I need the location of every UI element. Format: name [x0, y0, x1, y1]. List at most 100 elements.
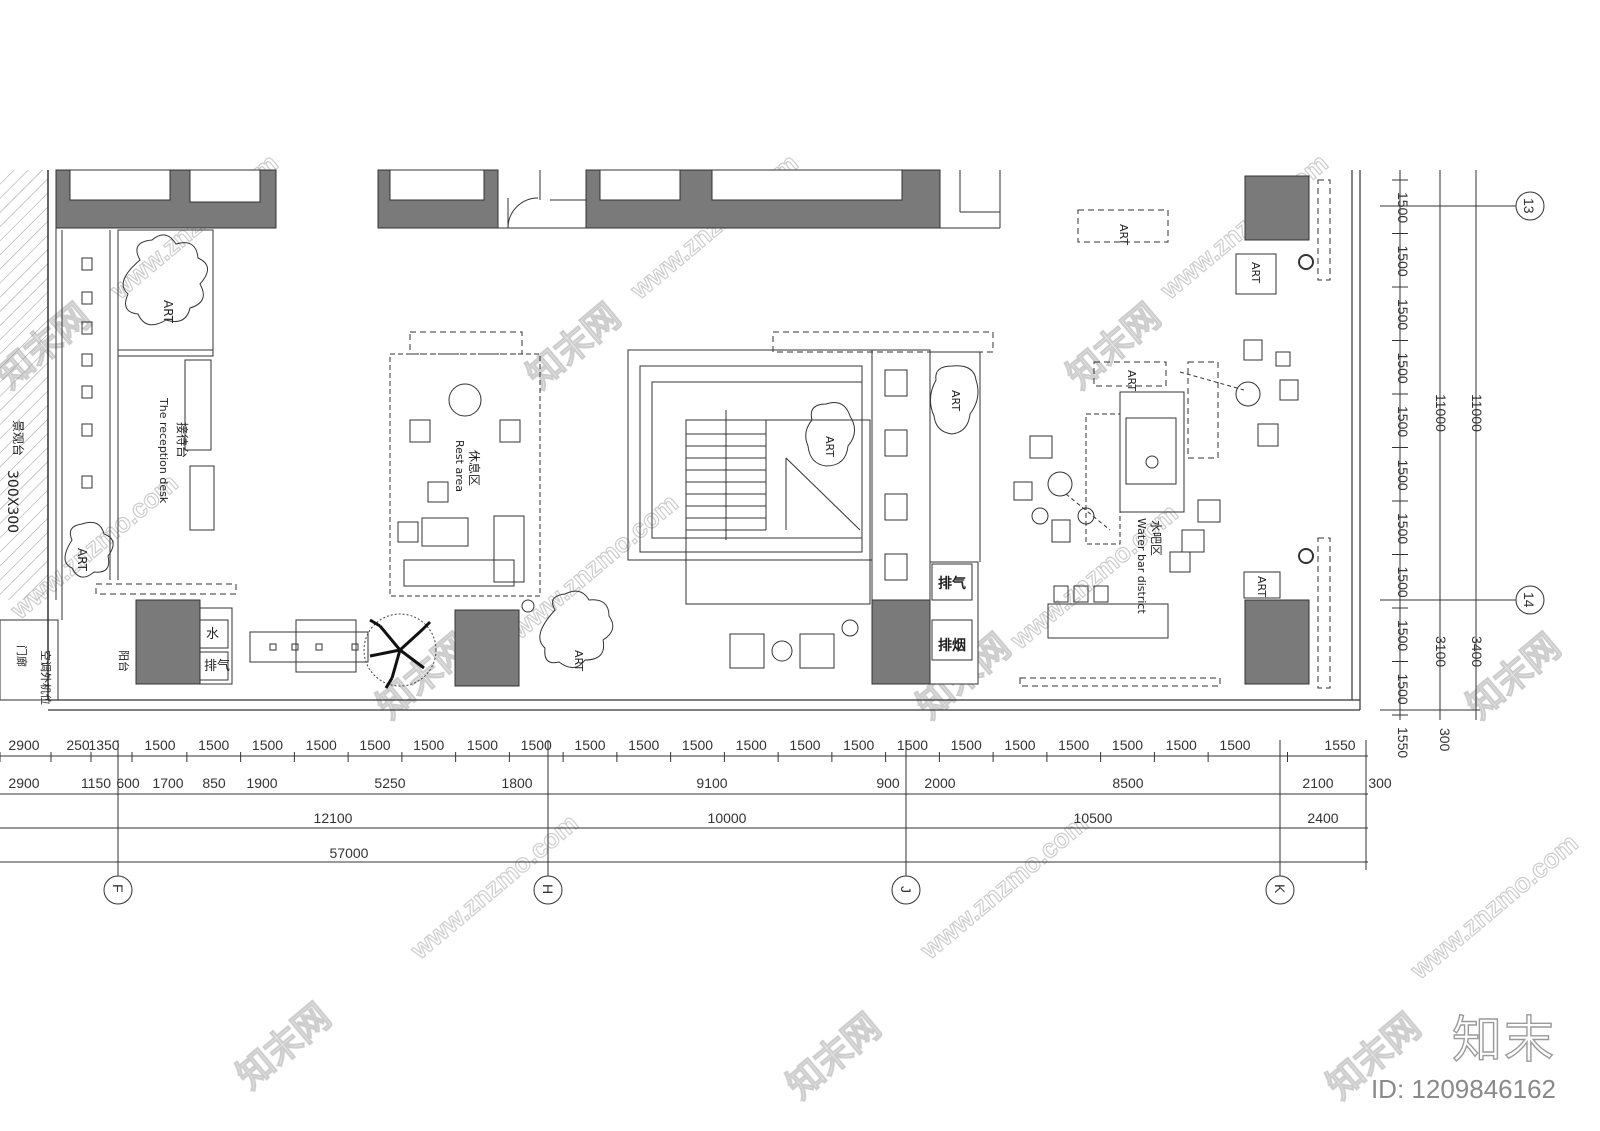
- dimension-value: 1500: [1219, 737, 1250, 753]
- dimension-value: 1500: [1395, 246, 1411, 277]
- dimension-col-1: 1500150015001500150015001500150015001500…: [1392, 179, 1411, 758]
- axis-label: 13: [1521, 198, 1537, 214]
- water-label: 水: [206, 627, 219, 642]
- axis-label: J: [898, 886, 914, 893]
- dimension-value: 11000: [1469, 394, 1485, 432]
- dimension-value: 1800: [501, 775, 532, 791]
- dimension-col-3: 11000 3400: [1469, 394, 1485, 667]
- dimension-value: 1550: [1324, 737, 1355, 753]
- dimension-value: 9100: [696, 775, 727, 791]
- watermark-text: www.znzmo.com: [504, 488, 684, 646]
- dimension-value: 3400: [1469, 636, 1485, 667]
- dimension-value: 1500: [682, 737, 713, 753]
- dimension-value: 1500: [1395, 353, 1411, 384]
- dimension-value: 1500: [1395, 299, 1411, 330]
- entrance-frame: [0, 619, 59, 701]
- art-label: ART: [1125, 370, 1138, 391]
- dimension-value: 1500: [1166, 737, 1197, 753]
- dimension-value: 3100: [1433, 636, 1449, 667]
- left-note: 景观台: [11, 420, 26, 456]
- dimension-value: 1500: [1004, 737, 1035, 753]
- rest-area: [389, 353, 541, 597]
- art-label: ART: [161, 300, 175, 324]
- watermark-text: 知末网: [779, 1005, 888, 1106]
- grid-axis-right: 13 14: [1515, 191, 1545, 615]
- dimension-value: 1500: [1395, 406, 1411, 437]
- reception-area: [64, 229, 215, 580]
- axis-bubble: J: [891, 875, 921, 905]
- watermark-text: 知末网: [519, 295, 628, 396]
- dimension-value: 1700: [152, 775, 183, 791]
- dimension-value: 2100: [1302, 775, 1333, 791]
- dimension-value: 1500: [1395, 460, 1411, 491]
- door-note: 门廊: [15, 645, 29, 667]
- rest-label-en: Rest area: [453, 440, 466, 492]
- dimension-value: 1500: [359, 737, 390, 753]
- dimension-value: 1500: [252, 737, 283, 753]
- axis-label: 14: [1521, 592, 1537, 608]
- watermark-layer: 知末网 www.znzmo.com 知末网 www.znzmo.com 知末网 …: [0, 147, 1584, 1107]
- dimension-value: 1900: [246, 775, 277, 791]
- exhaust-label: 排气: [204, 658, 230, 674]
- dimension-value: 850: [202, 775, 226, 791]
- axis-label: K: [1272, 884, 1288, 894]
- dimension-value: 12100: [314, 810, 353, 826]
- dimension-value: 1500: [951, 737, 982, 753]
- dimension-value: 1500: [413, 737, 444, 753]
- art-label: ART: [1117, 224, 1130, 245]
- axis-bubble: 13: [1515, 191, 1545, 221]
- dimension-value: 10000: [708, 810, 747, 826]
- axis-bubble: H: [533, 875, 563, 905]
- outer-walls: [48, 170, 1361, 711]
- dimension-value: 1500: [521, 737, 552, 753]
- dimension-value: 1500: [306, 737, 337, 753]
- dimension-value: 5250: [374, 775, 405, 791]
- watermark-text: www.znzmo.com: [914, 808, 1094, 966]
- exterior-hatch: [0, 170, 48, 600]
- image-id: ID: 1209846162: [1370, 1074, 1556, 1104]
- dimension-value: 250: [66, 737, 90, 753]
- grid-axis-bottom: F H J K: [103, 875, 1295, 905]
- dimension-value: 1500: [1395, 567, 1411, 598]
- art-label: ART: [1249, 262, 1262, 283]
- dimension-value: 2400: [1307, 810, 1338, 826]
- art-label: ART: [823, 436, 836, 457]
- dimension-value: 300: [1368, 775, 1392, 791]
- dimension-value: 900: [876, 775, 900, 791]
- dimension-value: 1500: [1395, 674, 1411, 705]
- dimension-value: 1500: [843, 737, 874, 753]
- dimension-value: 1350: [88, 737, 119, 753]
- axis-bubble: F: [103, 875, 133, 905]
- dimension-value: 57000: [330, 845, 369, 861]
- art-label: ART: [75, 548, 89, 572]
- dimension-value: 1500: [1395, 192, 1411, 223]
- dimension-col-2: 11000 3100 300: [1433, 394, 1453, 752]
- art-label: ART: [949, 390, 962, 411]
- dimension-value: 10500: [1074, 810, 1113, 826]
- reception-label-en: The reception desk: [157, 397, 170, 504]
- dimension-value: 1500: [897, 737, 928, 753]
- dimension-value: 1500: [1058, 737, 1089, 753]
- console-table: [249, 619, 369, 673]
- water-bar-area: [1013, 254, 1314, 639]
- axis-bubble: K: [1265, 875, 1295, 905]
- reception-label-cn: 接待台: [175, 422, 190, 458]
- dimension-value: 1500: [1395, 620, 1411, 651]
- platform-note: 阳台: [117, 650, 131, 672]
- axis-label: F: [110, 884, 126, 893]
- dimension-value: 600: [116, 775, 140, 791]
- water-bar-label-en: Water bar district: [1135, 518, 1148, 614]
- watermark-text: 知末网: [229, 995, 338, 1096]
- dimension-value: 1500: [144, 737, 175, 753]
- art-label: ART: [1255, 576, 1268, 597]
- left-note-size: 300X300: [4, 470, 20, 533]
- dimension-value: 1500: [198, 737, 229, 753]
- lounge-chairs: [521, 599, 859, 669]
- dimension-value: 300: [1437, 728, 1453, 752]
- exhaust-label: 排气: [938, 575, 966, 592]
- top-walls: [55, 169, 1001, 229]
- dimension-row-3: 12100 10000 10500 2400: [314, 810, 1339, 826]
